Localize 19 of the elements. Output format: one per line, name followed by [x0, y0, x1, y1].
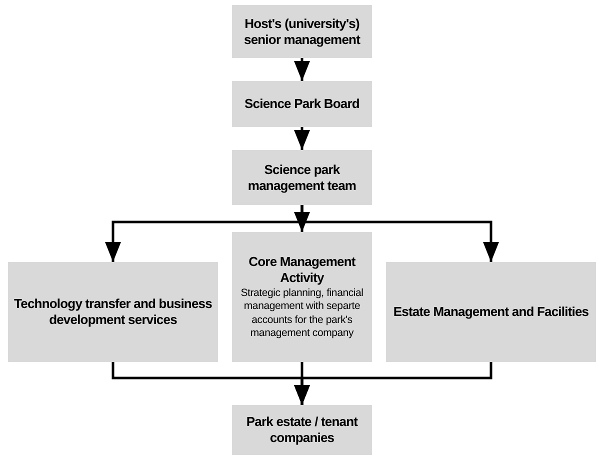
- process-box: [8, 262, 218, 362]
- box-title: Park estate / tenant companies: [245, 414, 359, 446]
- process-box: [232, 405, 372, 455]
- box-title: Science Park Board: [244, 96, 360, 112]
- arrow: [294, 127, 310, 150]
- arrow: [294, 58, 310, 81]
- box-title: Host's (university's) senior management: [242, 16, 362, 48]
- box-title: Core Management Activity: [248, 254, 356, 286]
- process-box: [386, 262, 596, 362]
- process-box: [232, 232, 372, 362]
- box-description: Strategic planning, financial management with separte accounts for the park's management company: [240, 287, 364, 340]
- box-title: Technology transfer and business development services: [13, 296, 213, 328]
- process-box: [232, 81, 372, 127]
- arrow: [294, 362, 492, 405]
- process-box: [232, 150, 372, 205]
- box-title: Science park management team: [246, 162, 358, 194]
- arrow: [300, 205, 499, 262]
- box-title: Estate Management and Facilities: [393, 304, 589, 320]
- process-box: [232, 5, 372, 58]
